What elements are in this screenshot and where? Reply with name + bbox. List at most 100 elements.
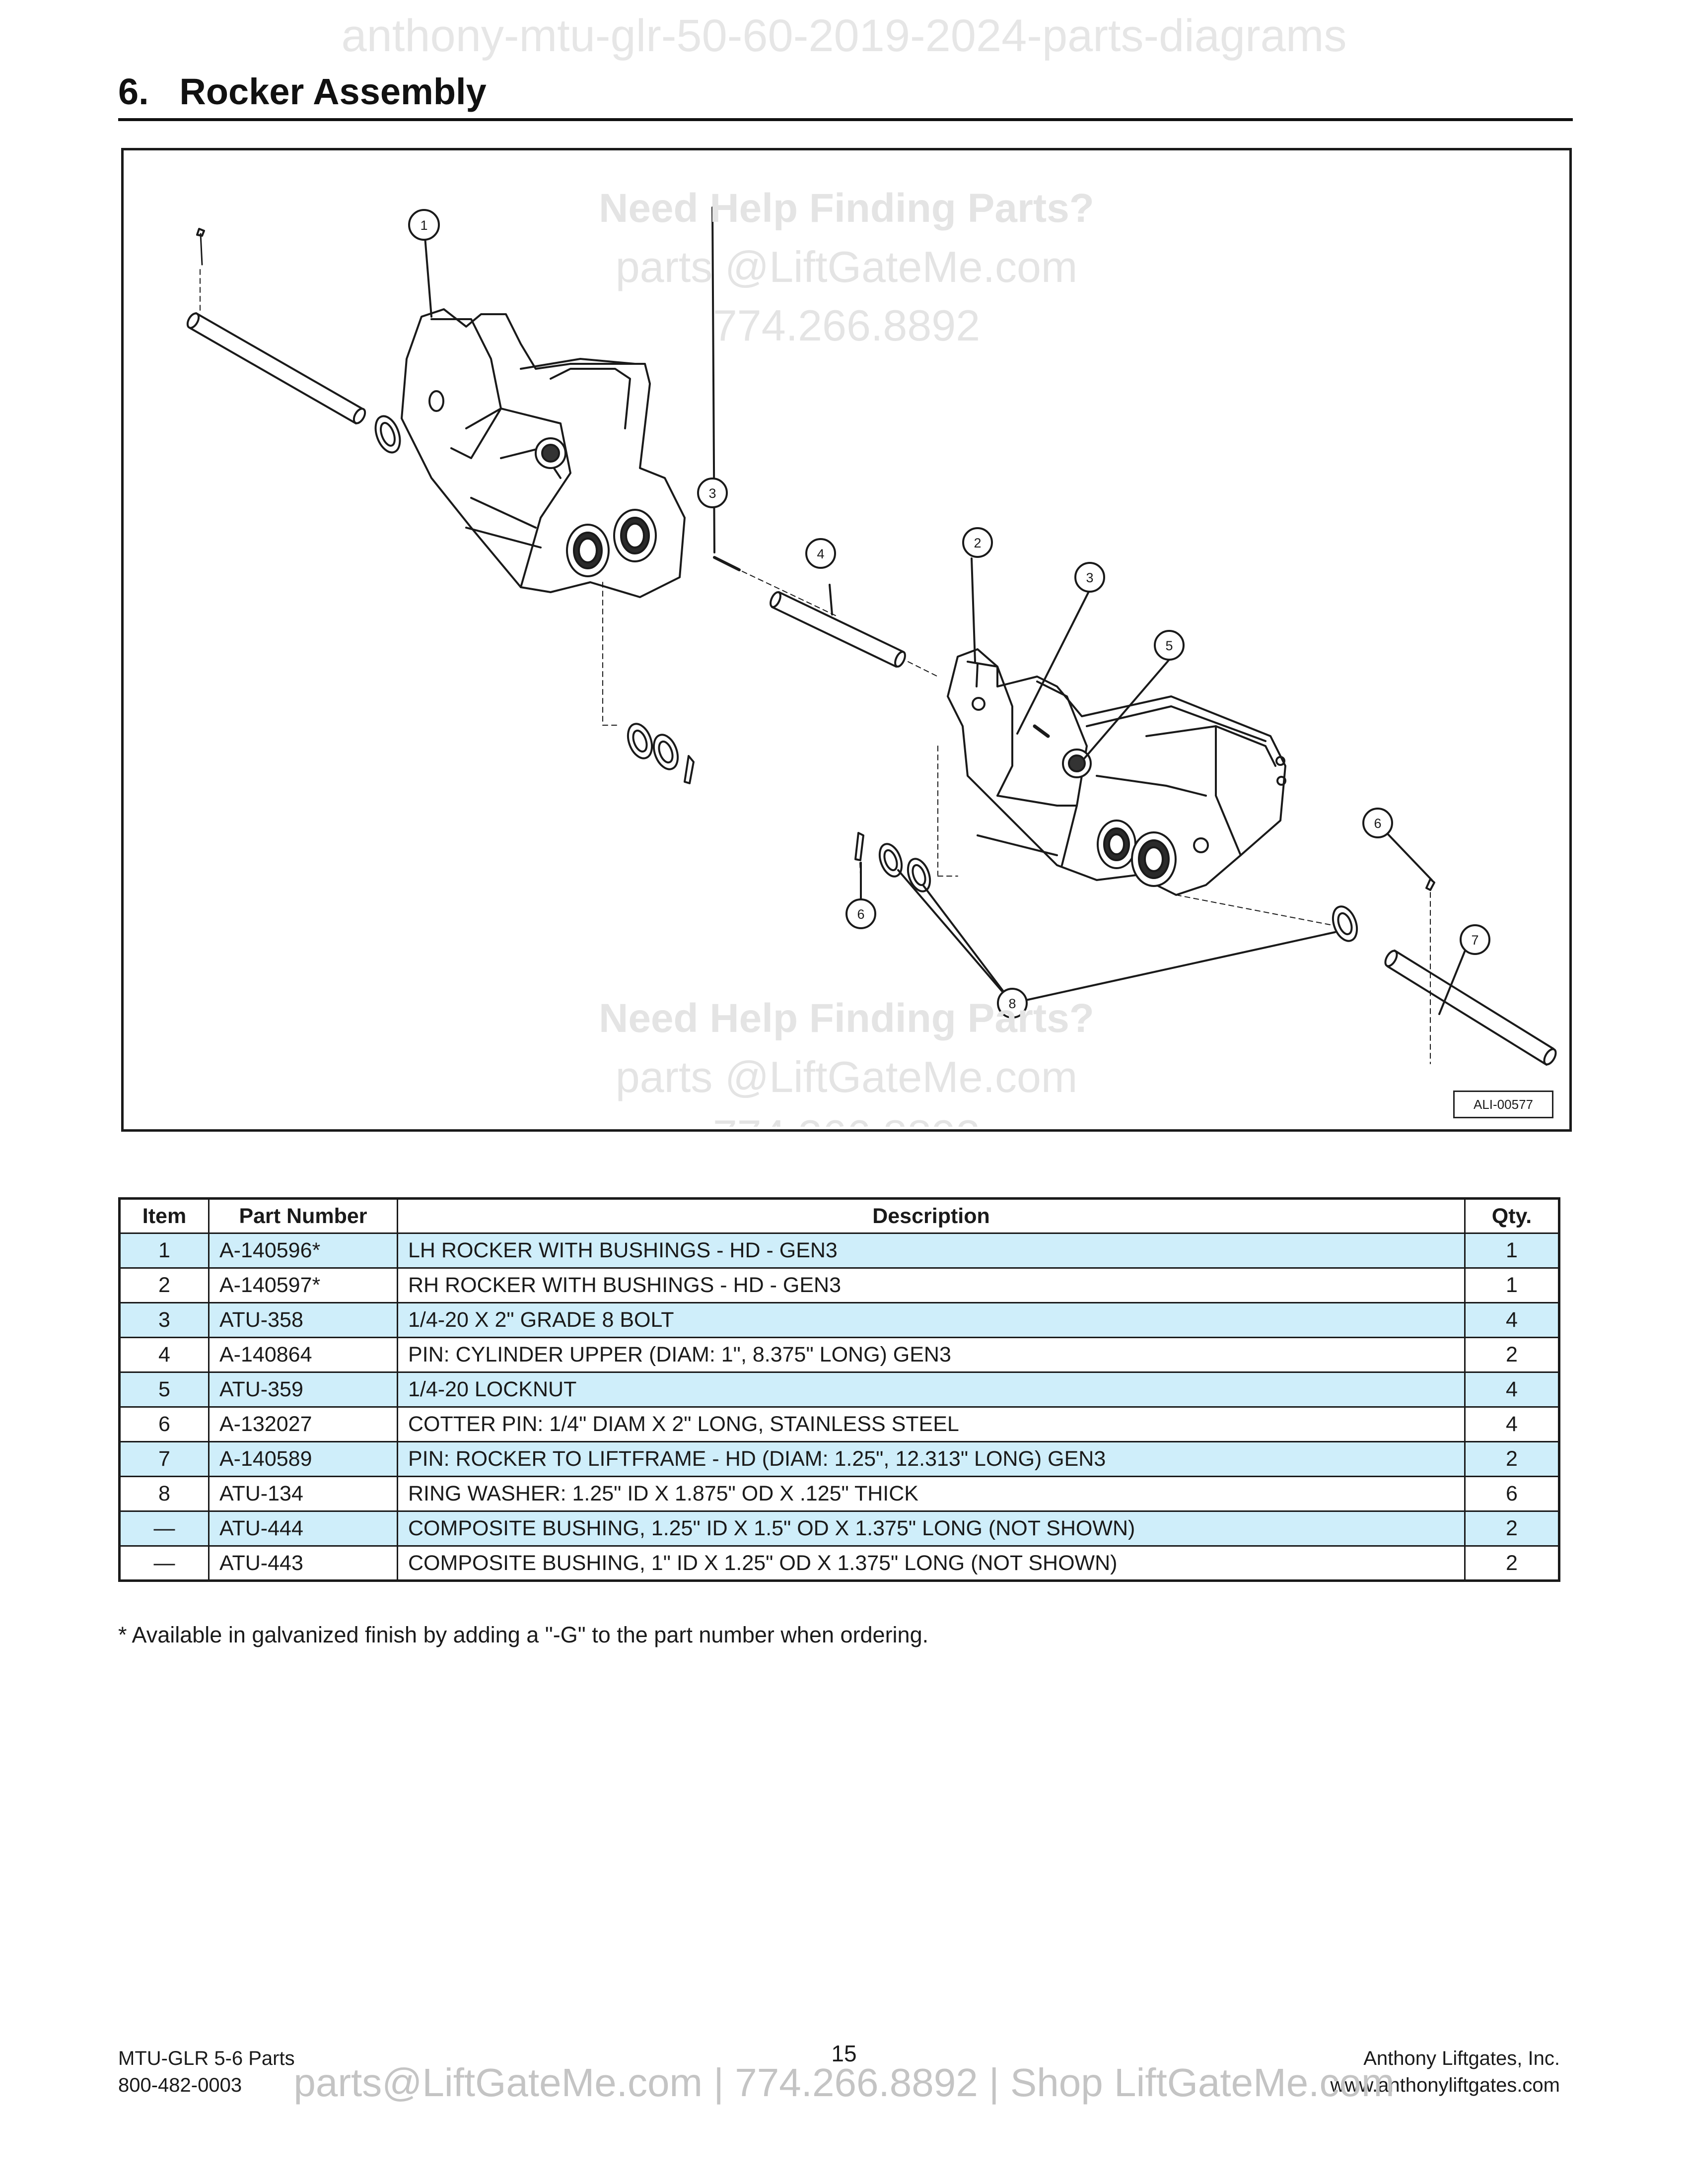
footer-left: MTU-GLR 5-6 Parts 800-482-0003 <box>118 2045 295 2099</box>
watermark-help-text: Need Help Finding Parts? <box>599 186 1094 231</box>
diagram-watermark-lower: Need Help Finding Parts? parts @LiftGate… <box>124 989 1569 1127</box>
cell-part-number: ATU-444 <box>208 1510 398 1547</box>
svg-text:4: 4 <box>817 546 824 561</box>
rh-rocker-drawing <box>854 648 1557 1066</box>
callout-8: 8 <box>997 988 1028 1019</box>
cell-description: COTTER PIN: 1/4" DIAM X 2" LONG, STAINLE… <box>397 1406 1466 1442</box>
cell-qty: 2 <box>1464 1545 1560 1581</box>
cell-qty: 6 <box>1464 1476 1560 1512</box>
header-description: Description <box>397 1198 1466 1234</box>
header-item: Item <box>119 1198 210 1234</box>
table-row: 3 ATU-358 1/4-20 X 2" GRADE 8 BOLT 4 <box>119 1302 1560 1338</box>
cell-qty: 4 <box>1464 1371 1560 1408</box>
cell-part-number: ATU-443 <box>208 1545 398 1581</box>
callout-1: 1 <box>408 209 440 241</box>
cell-description: 1/4-20 X 2" GRADE 8 BOLT <box>397 1302 1466 1338</box>
svg-text:7: 7 <box>1471 933 1478 948</box>
header-part-number: Part Number <box>208 1198 398 1234</box>
lh-rocker-drawing <box>186 228 695 784</box>
exploded-diagram: 1 3 4 2 3 5 6 <box>121 148 1572 1132</box>
figure-id-label: ALI-00577 <box>1453 1091 1553 1118</box>
section-title: 6. Rocker Assembly <box>118 71 487 112</box>
cell-description: RING WASHER: 1.25" ID X 1.875" OD X .125… <box>397 1476 1466 1512</box>
callout-7: 7 <box>1460 924 1490 955</box>
cell-part-number: A-140864 <box>208 1337 398 1373</box>
cell-description: 1/4-20 LOCKNUT <box>397 1371 1466 1408</box>
callout-5: 5 <box>1154 630 1185 661</box>
cell-part-number: A-140589 <box>208 1441 398 1477</box>
callout-6a: 6 <box>845 898 876 929</box>
cell-item: 1 <box>119 1232 210 1269</box>
cell-part-number: A-140596* <box>208 1232 398 1269</box>
watermark-email: parts @LiftGateMe.com <box>615 1052 1078 1101</box>
cell-description: PIN: ROCKER TO LIFTFRAME - HD (DIAM: 1.2… <box>397 1441 1466 1477</box>
cell-item: 2 <box>119 1267 210 1303</box>
cell-part-number: ATU-358 <box>208 1302 398 1338</box>
cell-qty: 4 <box>1464 1406 1560 1442</box>
page-number: 15 <box>831 2041 857 2066</box>
cell-qty: 2 <box>1464 1337 1560 1373</box>
cell-description: RH ROCKER WITH BUSHINGS - HD - GEN3 <box>397 1267 1466 1303</box>
footer-watermark: parts@LiftGateMe.com | 774.266.8892 | Sh… <box>293 2060 1395 2105</box>
callout-bubbles: 1 3 4 2 3 5 6 <box>408 209 1490 1019</box>
table-row: — ATU-443 COMPOSITE BUSHING, 1" ID X 1.2… <box>119 1545 1560 1581</box>
watermark-phone: 774.266.8892 <box>124 1106 1569 1127</box>
footer-phone: 800-482-0003 <box>118 2074 242 2096</box>
footer-doc-name: MTU-GLR 5-6 Parts <box>118 2048 295 2069</box>
diagram-watermark-upper: Need Help Finding Parts? parts @LiftGate… <box>124 179 1569 355</box>
callout-3a: 3 <box>697 478 728 508</box>
table-header-row: Item Part Number Description Qty. <box>119 1198 1560 1234</box>
cell-item: 3 <box>119 1302 210 1338</box>
cell-item: 8 <box>119 1476 210 1512</box>
cell-description: COMPOSITE BUSHING, 1.25" ID X 1.5" OD X … <box>397 1510 1466 1547</box>
parts-table: Item Part Number Description Qty. 1 A-14… <box>118 1197 1560 1582</box>
cell-part-number: A-140597* <box>208 1267 398 1303</box>
svg-text:2: 2 <box>974 536 981 550</box>
bolt-and-cylinder-pin-drawing <box>713 556 938 677</box>
table-row: — ATU-444 COMPOSITE BUSHING, 1.25" ID X … <box>119 1510 1560 1547</box>
footer-website: www.anthonyliftgates.com <box>1330 2074 1560 2096</box>
top-watermark: anthony-mtu-glr-50-60-2019-2024-parts-di… <box>341 10 1347 61</box>
cell-item: — <box>119 1545 210 1581</box>
table-row: 8 ATU-134 RING WASHER: 1.25" ID X 1.875"… <box>119 1476 1560 1512</box>
table-row: 1 A-140596* LH ROCKER WITH BUSHINGS - HD… <box>119 1232 1560 1269</box>
svg-text:3: 3 <box>708 486 716 501</box>
cell-description: LH ROCKER WITH BUSHINGS - HD - GEN3 <box>397 1232 1466 1269</box>
svg-text:1: 1 <box>420 218 427 233</box>
table-row: 6 A-132027 COTTER PIN: 1/4" DIAM X 2" LO… <box>119 1406 1560 1442</box>
footer-right: Anthony Liftgates, Inc. www.anthonyliftg… <box>1331 2045 1560 2099</box>
cell-qty: 1 <box>1464 1232 1560 1269</box>
header-qty: Qty. <box>1464 1198 1560 1234</box>
title-rule <box>118 118 1573 121</box>
svg-text:6: 6 <box>1374 816 1381 831</box>
watermark-phone: 774.266.8892 <box>712 301 981 350</box>
watermark-email: parts @LiftGateMe.com <box>615 242 1078 291</box>
cell-part-number: ATU-134 <box>208 1476 398 1512</box>
cell-item: 6 <box>119 1406 210 1442</box>
cell-qty: 2 <box>1464 1441 1560 1477</box>
cell-description: COMPOSITE BUSHING, 1" ID X 1.25" OD X 1.… <box>397 1545 1466 1581</box>
cell-part-number: A-132027 <box>208 1406 398 1442</box>
callout-3b: 3 <box>1074 562 1105 593</box>
svg-text:6: 6 <box>857 907 864 922</box>
callout-6b: 6 <box>1362 808 1393 838</box>
cell-item: 7 <box>119 1441 210 1477</box>
table-row: 7 A-140589 PIN: ROCKER TO LIFTFRAME - HD… <box>119 1441 1560 1477</box>
table-row: 2 A-140597* RH ROCKER WITH BUSHINGS - HD… <box>119 1267 1560 1303</box>
galvanized-footnote: * Available in galvanized finish by addi… <box>118 1622 929 1647</box>
cell-qty: 1 <box>1464 1267 1560 1303</box>
cell-qty: 4 <box>1464 1302 1560 1338</box>
cell-item: 4 <box>119 1337 210 1373</box>
cell-item: — <box>119 1510 210 1547</box>
cell-item: 5 <box>119 1371 210 1408</box>
table-row: 5 ATU-359 1/4-20 LOCKNUT 4 <box>119 1371 1560 1408</box>
footer-company: Anthony Liftgates, Inc. <box>1363 2048 1560 2069</box>
svg-text:8: 8 <box>1008 996 1016 1011</box>
cell-description: PIN: CYLINDER UPPER (DIAM: 1", 8.375" LO… <box>397 1337 1466 1373</box>
callout-4: 4 <box>805 538 836 569</box>
cell-qty: 2 <box>1464 1510 1560 1547</box>
svg-text:5: 5 <box>1165 638 1173 653</box>
diagram-drawing: 1 3 4 2 3 5 6 <box>186 206 1557 1066</box>
svg-text:3: 3 <box>1086 570 1093 585</box>
cell-part-number: ATU-359 <box>208 1371 398 1408</box>
